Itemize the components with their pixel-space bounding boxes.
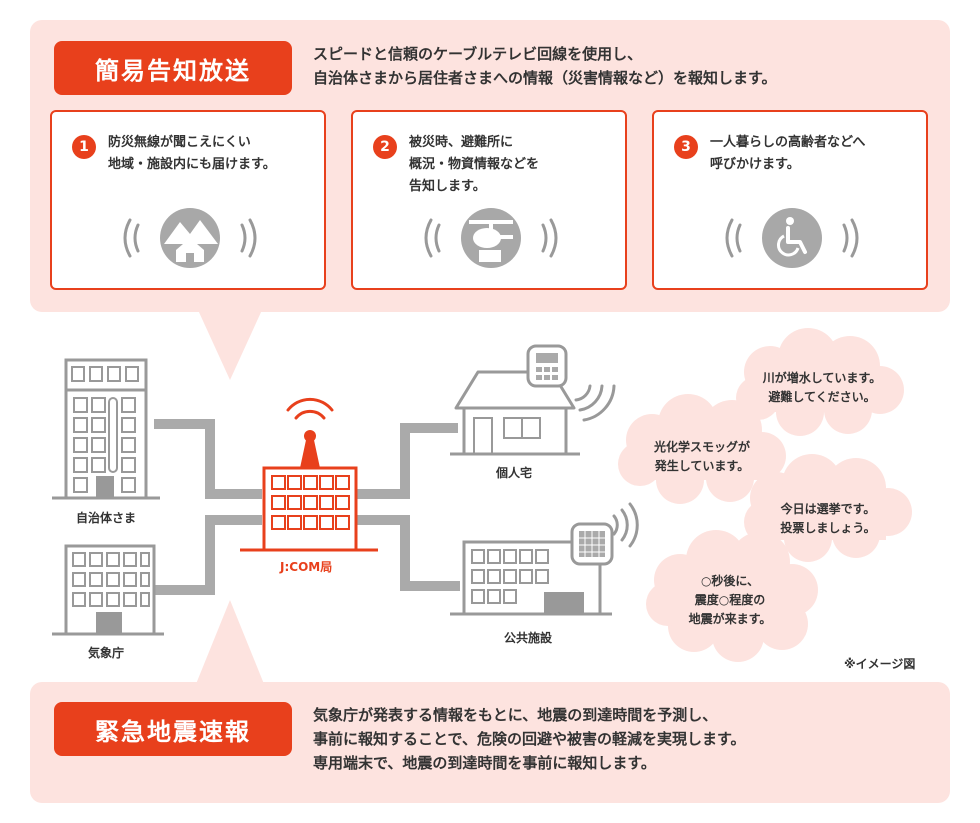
bubble-2: [618, 394, 786, 504]
bubble-4: [646, 530, 818, 662]
card-line: 概況・物資情報などを: [409, 157, 540, 172]
card-line: 被災時、避難所に: [409, 135, 514, 150]
home-building-icon: [450, 344, 616, 456]
house-mountain-icon: [123, 208, 257, 268]
earthquake-description: 気象庁が発表する情報をもとに、地震の到達時間を予測し、 事前に報知することで、危…: [313, 703, 933, 775]
bubble-line: 投票しましょう。: [780, 521, 876, 535]
feature-card-2: 2 被災時、避難所に 概況・物資情報などを 告知します。: [351, 110, 627, 290]
broadcast-desc-line: 自治体さまから居住者さまへの情報（災害情報など）を報知します。: [313, 69, 777, 87]
card-number: 1: [72, 135, 96, 159]
broadcast-description: スピードと信頼のケーブルテレビ回線を使用し、 自治体さまから居住者さまへの情報（…: [313, 42, 933, 90]
card-line: 告知します。: [409, 179, 486, 194]
bubble-line: 震度○程度の: [694, 593, 766, 607]
jcom-station-icon: [240, 397, 378, 552]
wheelchair-icon: [725, 208, 859, 268]
card-line: 防災無線が聞こえにくい: [108, 135, 251, 150]
earthquake-desc-line: 気象庁が発表する情報をもとに、地震の到達時間を予測し、: [313, 706, 718, 724]
bubble-line: 今日は選挙です。: [780, 502, 876, 516]
broadcast-title-badge: 簡易告知放送: [54, 41, 292, 95]
bubble-3-text: 今日は選挙です。 投票しましょう。: [762, 500, 894, 538]
public-facility-building-icon: [450, 502, 639, 616]
earthquake-desc-line: 事前に報知することで、危険の回避や被害の軽減を実現します。: [313, 730, 746, 748]
bubble-line: ○秒後に、: [700, 574, 760, 588]
municipality-label: 自治体さま: [76, 511, 137, 525]
helicopter-icon: [424, 208, 558, 268]
bubble-3: [744, 454, 912, 562]
card-line: 地域・施設内にも届けます。: [108, 157, 276, 172]
earthquake-title-badge: 緊急地震速報: [54, 702, 292, 756]
bubble-1: [736, 328, 904, 436]
card-text: 被災時、避難所に 概況・物資情報などを 告知します。: [409, 132, 539, 198]
bubble-2-text: 光化学スモッグが 発生しています。: [636, 438, 768, 476]
image-note: ※イメージ図: [844, 657, 916, 671]
card-line: 一人暮らしの高齢者などへ: [710, 135, 866, 150]
bubble-line: 川が増水しています。: [762, 371, 882, 385]
broadcast-desc-line: スピードと信頼のケーブルテレビ回線を使用し、: [313, 45, 643, 63]
bubble-1-text: 川が増水しています。 避難してください。: [756, 369, 888, 407]
weather-agency-label: 気象庁: [88, 646, 125, 660]
home-label: 個人宅: [496, 466, 533, 480]
bubble-line: 地震が来ます。: [688, 612, 772, 626]
public-facility-label: 公共施設: [504, 631, 553, 645]
earthquake-desc-line: 専用端末で、地震の到達時間を事前に報知します。: [313, 754, 656, 772]
bubble-line: 光化学スモッグが: [653, 440, 750, 454]
feature-card-1: 1 防災無線が聞こえにくい 地域・施設内にも届けます。: [50, 110, 326, 290]
municipality-building-icon: [52, 358, 160, 500]
card-text: 一人暮らしの高齢者などへ 呼びかけます。: [710, 132, 865, 176]
jcom-label: J:COM局: [280, 560, 333, 574]
bubble-4-text: ○秒後に、 震度○程度の 地震が来ます。: [664, 572, 796, 629]
card-text: 防災無線が聞こえにくい 地域・施設内にも届けます。: [108, 132, 276, 176]
card-line: 呼びかけます。: [710, 157, 800, 172]
message-bubbles: [618, 328, 912, 662]
bubble-line: 発生しています。: [654, 459, 750, 473]
weather-agency-building-icon: [52, 544, 164, 636]
feature-card-3: 3 一人暮らしの高齢者などへ 呼びかけます。: [652, 110, 928, 290]
bubble-line: 避難してください。: [768, 390, 876, 404]
card-number: 3: [674, 135, 698, 159]
card-number: 2: [373, 135, 397, 159]
